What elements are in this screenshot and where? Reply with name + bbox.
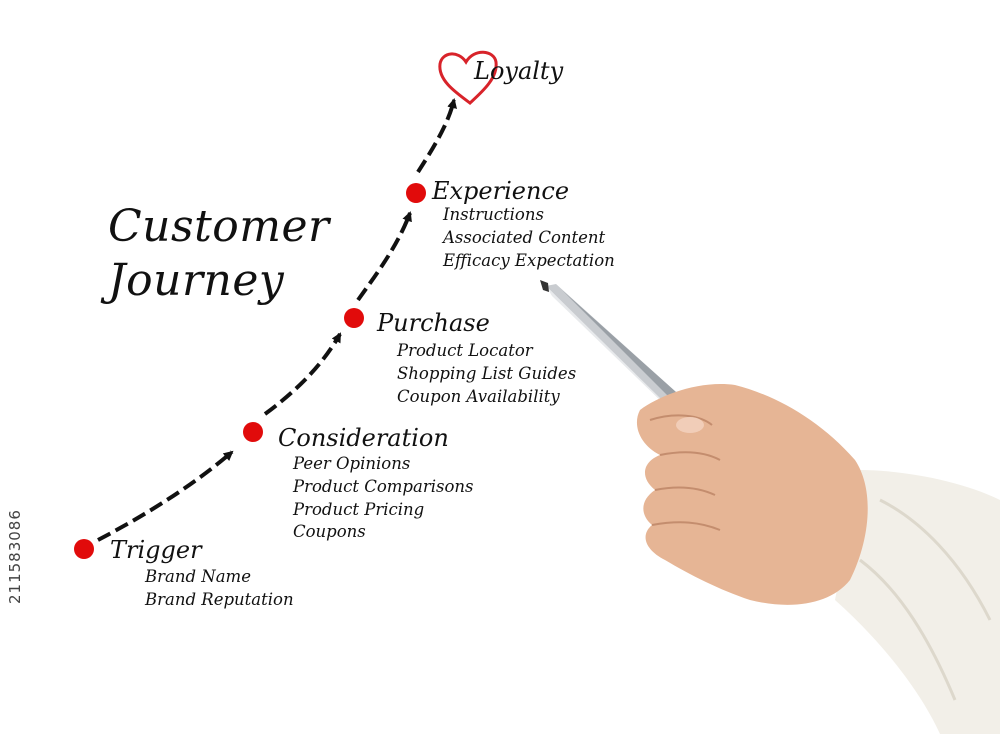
stage-item: Product Comparisons [293, 476, 474, 499]
arrow-trigger-consideration [98, 452, 232, 540]
stock-id-watermark: 211583086 [6, 509, 24, 604]
stage-item: Product Locator [397, 340, 533, 363]
stage-item: Coupon Availability [397, 386, 560, 409]
stage-title-purchase: Purchase [377, 310, 490, 336]
arrow-consideration-purchase [265, 334, 340, 414]
stage-dot-purchase [344, 308, 364, 328]
arrow-purchase-experience [358, 213, 410, 300]
diagram-title-line1: Customer [108, 200, 330, 254]
stage-title-loyalty: Loyalty [474, 58, 563, 84]
stage-item: Shopping List Guides [397, 363, 576, 386]
stage-item: Brand Name [145, 566, 251, 589]
hand-icon [637, 384, 1000, 734]
stage-item: Peer Opinions [293, 453, 410, 476]
stage-item: Associated Content [443, 227, 605, 250]
stage-item: Coupons [293, 521, 366, 544]
stage-dot-consideration [243, 422, 263, 442]
arrow-experience-loyalty [418, 100, 454, 172]
diagram-title-line2: Journey [108, 254, 284, 308]
stage-item: Instructions [443, 204, 544, 227]
stage-item: Product Pricing [293, 499, 424, 522]
stage-title-consideration: Consideration [278, 425, 449, 451]
stage-title-trigger: Trigger [110, 537, 202, 563]
stage-item: Efficacy Expectation [443, 250, 615, 273]
stage-item: Brand Reputation [145, 589, 294, 612]
stage-dot-experience [406, 183, 426, 203]
stage-title-experience: Experience [432, 178, 569, 204]
stage-dot-trigger [74, 539, 94, 559]
